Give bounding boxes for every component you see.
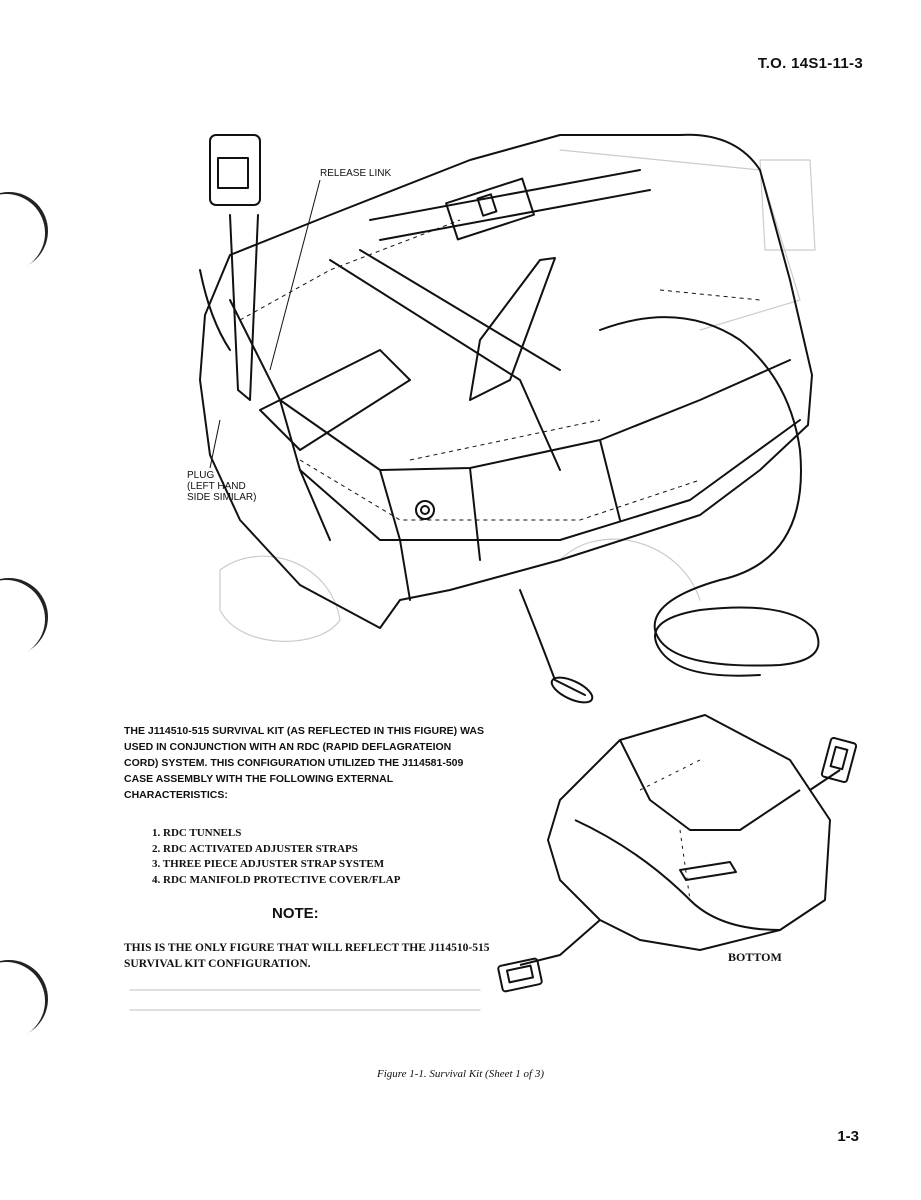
list-item: 2. RDC ACTIVATED ADJUSTER STRAPS	[152, 842, 358, 855]
protective-flap	[259, 349, 411, 451]
release-link-label: RELEASE LINK	[320, 168, 392, 179]
bottom-view-illustration	[497, 714, 858, 993]
top-face-edge	[229, 299, 791, 471]
release-link-block	[445, 177, 535, 241]
left-plug-strap	[229, 214, 259, 401]
rdc-cord	[599, 316, 820, 677]
characteristics-list: 1. RDC TUNNELS 2. RDC ACTIVATED ADJUSTER…	[152, 826, 400, 888]
kit-description: THE J114510-515 SURVIVAL KIT (AS REFLECT…	[124, 725, 484, 801]
bottom-view-label: BOTTOM	[728, 950, 782, 964]
list-item: 3. THREE PIECE ADJUSTER STRAP SYSTEM	[152, 858, 385, 870]
list-item: 1. RDC TUNNELS	[152, 827, 242, 839]
note-text: THIS IS THE ONLY FIGURE THAT WILL REFLEC…	[124, 942, 490, 970]
plug-fitting	[415, 500, 435, 520]
page-number: 1-3	[837, 1128, 859, 1145]
tech-order-number: T.O. 14S1-11-3	[757, 55, 863, 72]
figure-caption: Figure 1-1. Survival Kit (Sheet 1 of 3)	[376, 1068, 544, 1080]
list-item: 4. RDC MANIFOLD PROTECTIVE COVER/FLAP	[152, 873, 401, 886]
note-heading: NOTE:	[272, 905, 319, 922]
bleed-through-ghost	[129, 149, 816, 1011]
case-outline	[199, 133, 813, 629]
front-band	[379, 469, 411, 601]
plug-label: PLUG (LEFT HAND SIDE SIMILAR)	[187, 470, 257, 503]
